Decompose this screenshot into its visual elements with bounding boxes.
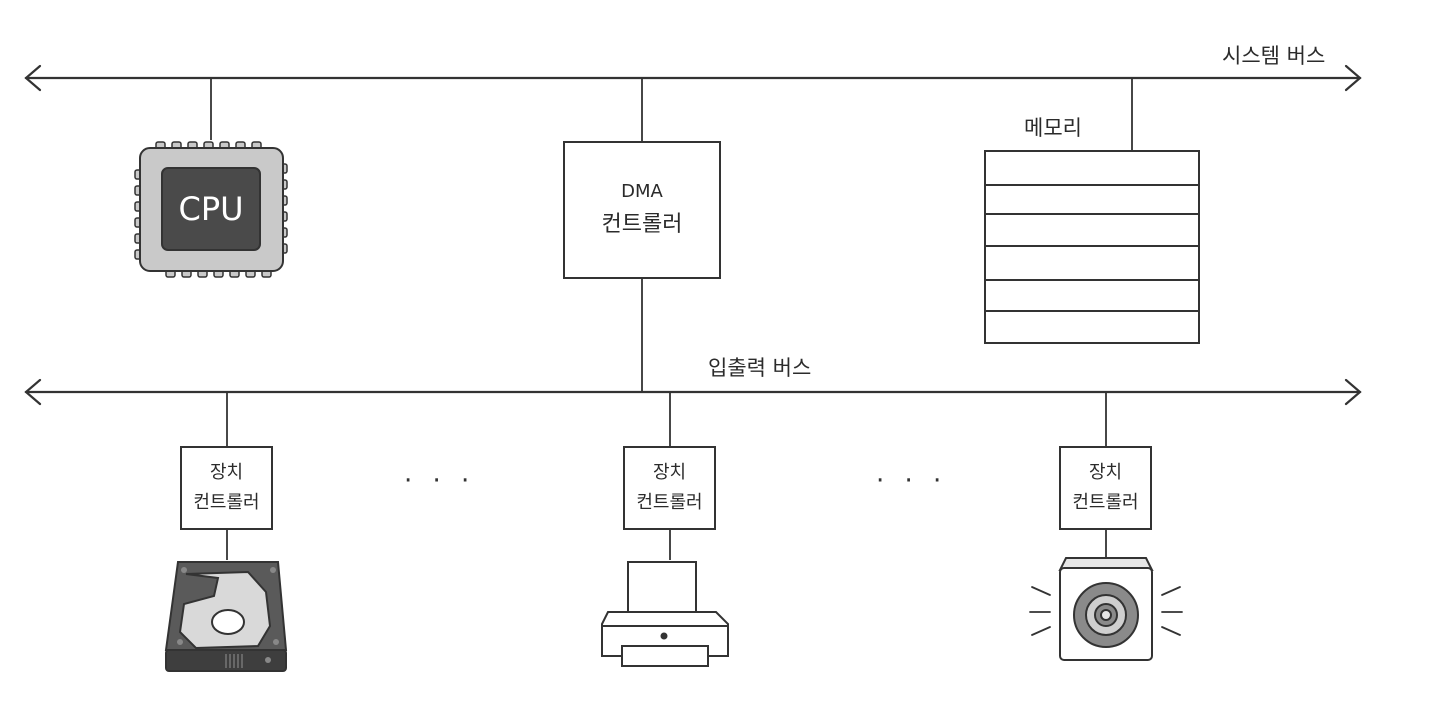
dma-controller: DMA 컨트롤러	[564, 142, 720, 278]
printer-icon	[601, 561, 729, 667]
device-controller-3-line2: 컨트롤러	[1072, 492, 1139, 513]
memory-block	[984, 150, 1200, 344]
device-controller-1-line1: 장치	[209, 461, 244, 483]
io-bus	[24, 378, 1362, 406]
device-controller-3-line1: 장치	[1088, 461, 1123, 483]
device-controller-2-line1: 장치	[652, 461, 687, 483]
io-bus-left-arrow-icon	[24, 378, 42, 406]
device-controller-3: 장치 컨트롤러	[1059, 446, 1152, 530]
device-controller-1-line2: 컨트롤러	[193, 492, 260, 513]
cpu-chip-icon	[134, 141, 288, 278]
system-bus-right-arrow-icon	[1344, 64, 1362, 92]
io-bus-label: 입출력 버스	[708, 356, 812, 380]
io-bus-right-arrow-icon	[1344, 378, 1362, 406]
system-bus	[24, 64, 1362, 92]
system-bus-left-arrow-icon	[24, 64, 42, 92]
dma-controller-box	[563, 141, 721, 279]
bus-connectors	[210, 78, 1133, 560]
hard-disk-icon	[164, 561, 288, 672]
dma-label: DMA	[621, 181, 663, 202]
system-bus-label: 시스템 버스	[1222, 44, 1326, 68]
device-controller-2-line2: 컨트롤러	[636, 492, 703, 513]
ellipsis-left: · · ·	[404, 466, 476, 496]
dma-controller-label: 컨트롤러	[601, 212, 683, 238]
ellipsis-right: · · ·	[876, 466, 948, 496]
memory-label: 메모리	[1024, 116, 1082, 140]
device-controller-1: 장치 컨트롤러	[180, 446, 273, 530]
device-controller-2: 장치 컨트롤러	[623, 446, 716, 530]
cpu-label: CPU	[178, 190, 244, 228]
speaker-icon	[1029, 557, 1183, 661]
